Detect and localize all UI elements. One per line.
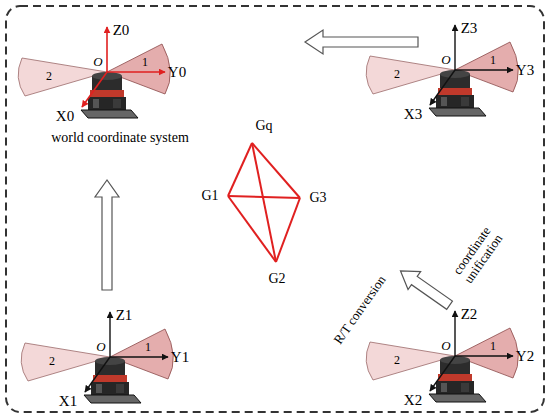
axis-label: X0: [56, 108, 74, 125]
axis-label: Z1: [116, 307, 133, 324]
dashed-frame: [6, 6, 544, 412]
axis-label: X3: [404, 106, 422, 123]
axis-label: Z2: [461, 306, 478, 323]
arrow-text: coordinate unification: [444, 215, 512, 295]
axis-label: X1: [59, 393, 77, 410]
fan-number: 2: [394, 68, 400, 81]
coordinate-axes: [430, 311, 513, 391]
fan-number: 1: [145, 341, 151, 354]
axis-label: Y2: [516, 348, 534, 365]
coordinate-axes: [430, 25, 513, 105]
lidar-sensor: [366, 42, 518, 116]
fan-number: 1: [142, 56, 148, 69]
vertex-label: G3: [309, 190, 326, 205]
origin-label: O: [96, 340, 105, 354]
hollow-arrow: [394, 262, 456, 314]
lidar-sensor: [366, 328, 518, 402]
fan-number: 2: [49, 355, 55, 368]
axis-label: X2: [404, 392, 422, 409]
arrow-text: R/T conversion: [331, 273, 389, 347]
axis-label: Z0: [113, 22, 130, 39]
lidar-sensor: [18, 44, 170, 118]
axis-label: Y1: [171, 349, 189, 366]
vertex-label: Gq: [255, 118, 272, 133]
fan-number: 1: [490, 54, 496, 67]
origin-label: O: [441, 53, 450, 67]
coordinate-axes: [82, 27, 165, 107]
origin-label: O: [93, 55, 102, 69]
vertex-label: G1: [201, 188, 218, 203]
axis-label: Y0: [168, 64, 186, 81]
hollow-arrow: [305, 30, 418, 54]
vertex-label: G2: [268, 271, 285, 286]
axis-label: Z3: [461, 20, 478, 37]
caption-text: world coordinate system: [51, 130, 189, 145]
lidar-sensor: [21, 329, 173, 403]
fan-number: 2: [394, 354, 400, 367]
hollow-arrow: [95, 180, 119, 290]
fan-number: 2: [46, 70, 52, 83]
coordinate-axes: [85, 312, 168, 392]
origin-label: O: [441, 339, 450, 353]
fan-number: 1: [490, 340, 496, 353]
tetrahedron: [228, 143, 300, 262]
axis-label: Y3: [516, 62, 534, 79]
